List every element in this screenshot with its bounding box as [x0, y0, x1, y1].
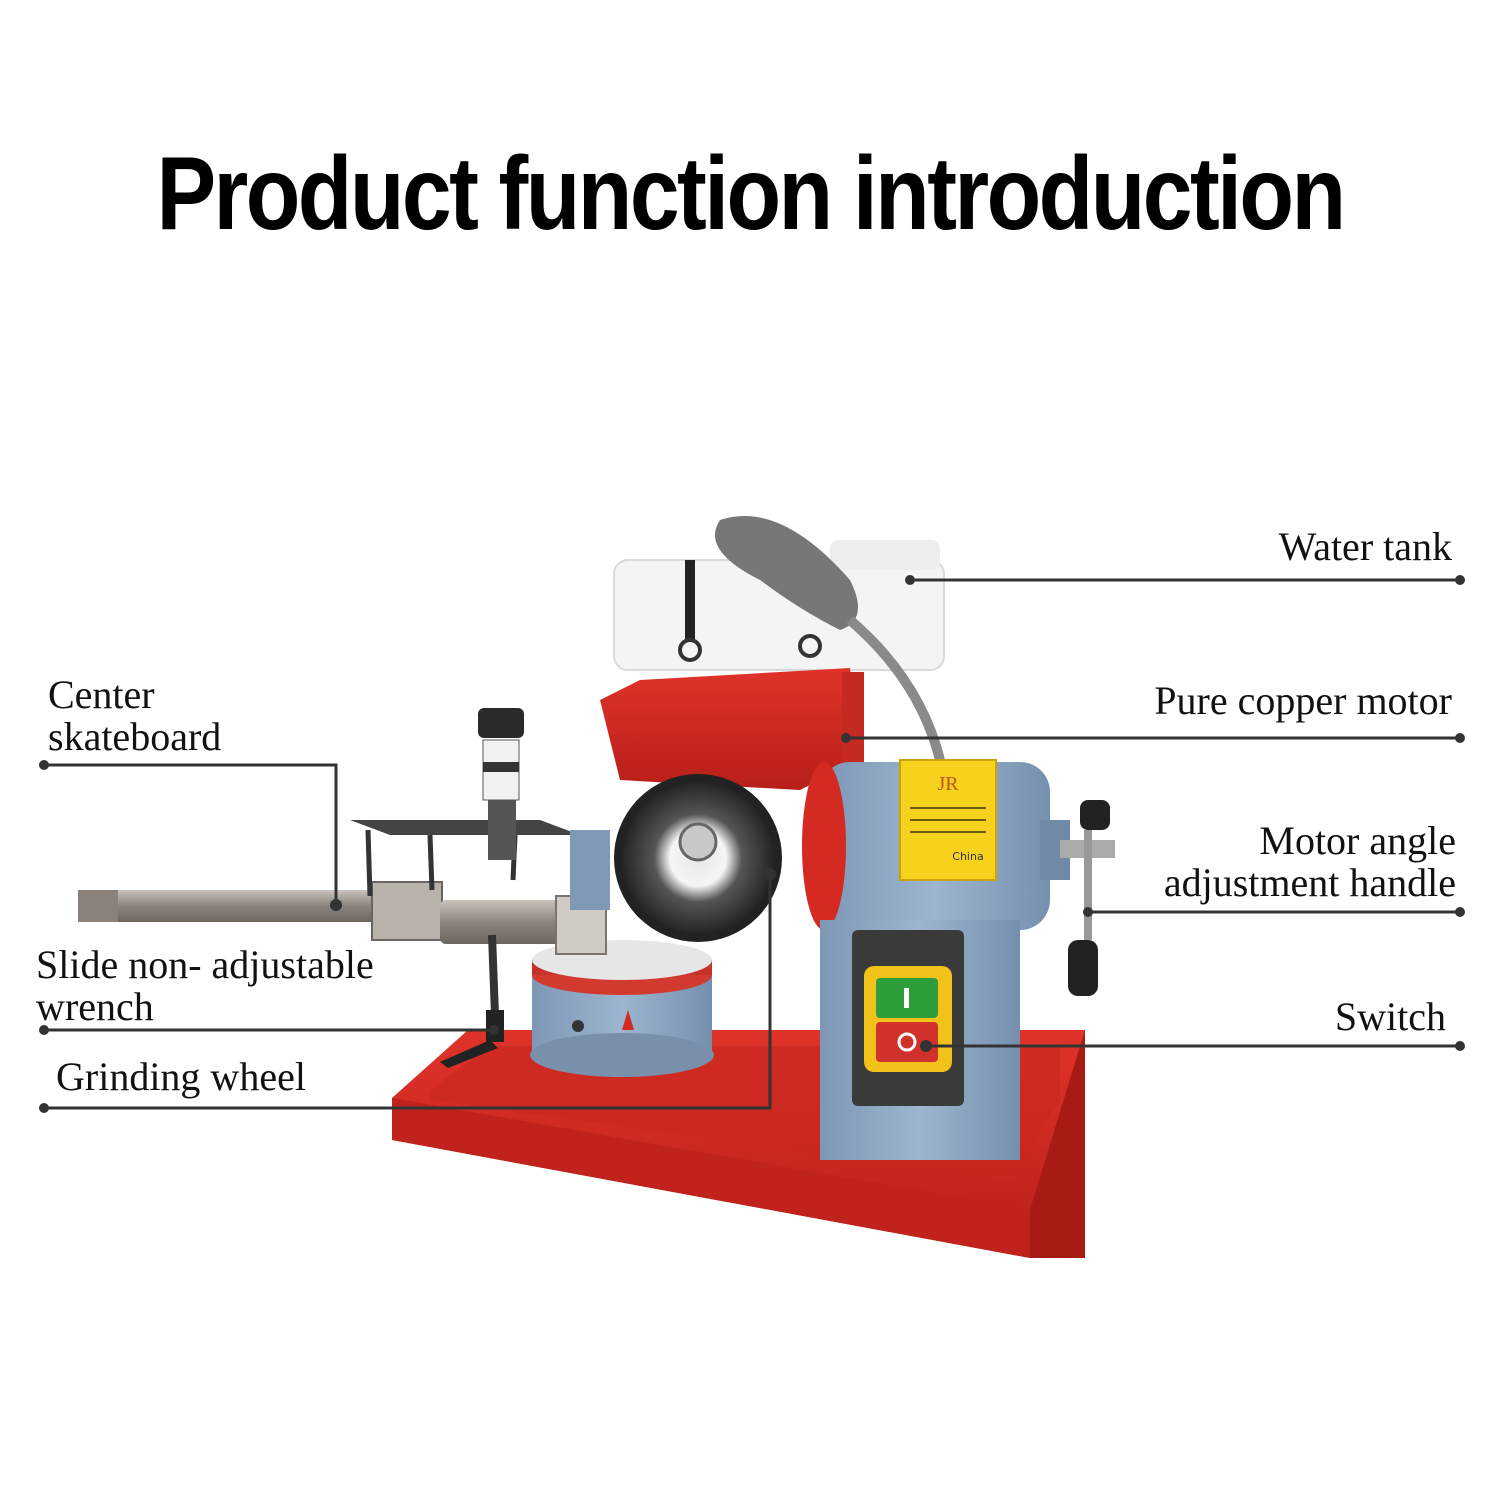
label-center-line2: skateboard	[48, 714, 222, 759]
motor-angle-handle	[1060, 800, 1115, 996]
label-slide-wrench: Slide non- adjustable wrench	[36, 944, 374, 1028]
brand-logo: JR	[937, 773, 959, 795]
power-switch	[864, 966, 952, 1072]
label-center-skateboard: Center skateboard	[48, 674, 221, 758]
label-center-line1: Center	[48, 672, 155, 717]
label-slide-line2: wrench	[36, 984, 154, 1029]
label-grinding-wheel: Grinding wheel	[56, 1054, 306, 1099]
work-lamp	[715, 516, 945, 762]
page-title: Product function introduction	[156, 136, 1346, 252]
slide-arm	[78, 881, 607, 955]
label-switch: Switch	[1334, 994, 1446, 1039]
wheel-guard	[600, 668, 864, 790]
leader-dots	[39, 575, 1465, 1113]
label-motor-angle-line2: adjustment handle	[1163, 860, 1456, 905]
label-slide-line1: Slide non- adjustable	[36, 942, 374, 987]
label-water-tank: Water tank	[1278, 524, 1452, 569]
label-motor-angle-line1: Motor angle	[1259, 818, 1456, 863]
water-tank	[613, 540, 945, 671]
leader-lines	[44, 578, 1460, 1110]
grinding-wheel	[614, 774, 782, 942]
rotary-pedestal	[530, 940, 714, 1077]
center-skateboard	[350, 708, 610, 910]
plate-text: China	[952, 850, 983, 863]
motor-body: JR China	[802, 759, 1070, 930]
label-pure-copper-motor: Pure copper motor	[1154, 678, 1452, 723]
label-motor-angle-handle: Motor angle adjustment handle	[1164, 820, 1456, 904]
